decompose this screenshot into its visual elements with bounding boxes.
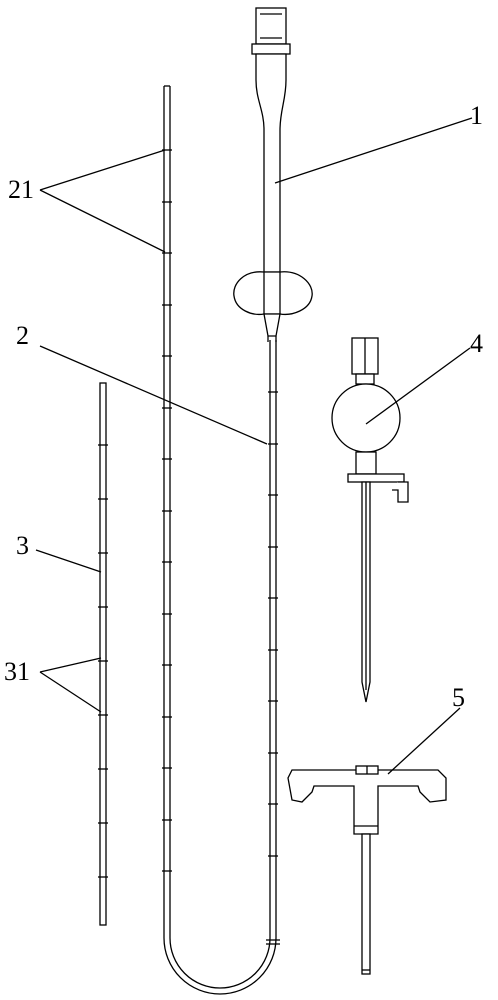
leader-2	[39, 345, 268, 445]
needle-flange	[347, 473, 405, 483]
catheter	[233, 7, 313, 342]
catheter-tip	[263, 313, 281, 337]
tool-shaft	[361, 833, 371, 975]
needle-side-hook	[392, 481, 409, 503]
guidewire	[162, 85, 280, 995]
catheter-hub-ring	[251, 43, 291, 55]
leader-31b	[39, 671, 102, 713]
valve-ball	[331, 383, 401, 453]
inner-rod	[98, 382, 108, 926]
label-inner-rod-marks: 31	[4, 657, 30, 686]
leader-31a	[39, 657, 102, 673]
needle-collar	[355, 451, 377, 475]
leader-3	[35, 549, 102, 573]
leader-lines	[35, 117, 473, 775]
inner-rod-body	[99, 382, 107, 926]
puncture-needle	[331, 337, 409, 703]
label-guidewire: 2	[16, 321, 29, 350]
handle-tool	[287, 765, 447, 975]
label-catheter: 1	[470, 101, 483, 130]
catheter-body	[255, 53, 287, 273]
guidewire-marks	[162, 149, 280, 945]
t-handle	[287, 769, 447, 835]
leader-21a	[39, 149, 166, 191]
leader-21b	[39, 189, 166, 253]
label-inner-rod: 3	[16, 531, 29, 560]
inner-rod-marks	[98, 444, 108, 878]
needle-hub-neck	[355, 373, 375, 385]
leader-5	[387, 707, 461, 775]
leader-4	[365, 347, 471, 425]
label-guidewire-marks: 21	[8, 175, 34, 204]
label-handle-tool: 5	[452, 683, 465, 712]
catheter-wing-grip	[233, 271, 313, 316]
reference-labels: 1 21 2 4 3 31 5	[4, 101, 483, 712]
leader-1	[274, 117, 473, 184]
label-puncture-needle: 4	[470, 329, 483, 358]
